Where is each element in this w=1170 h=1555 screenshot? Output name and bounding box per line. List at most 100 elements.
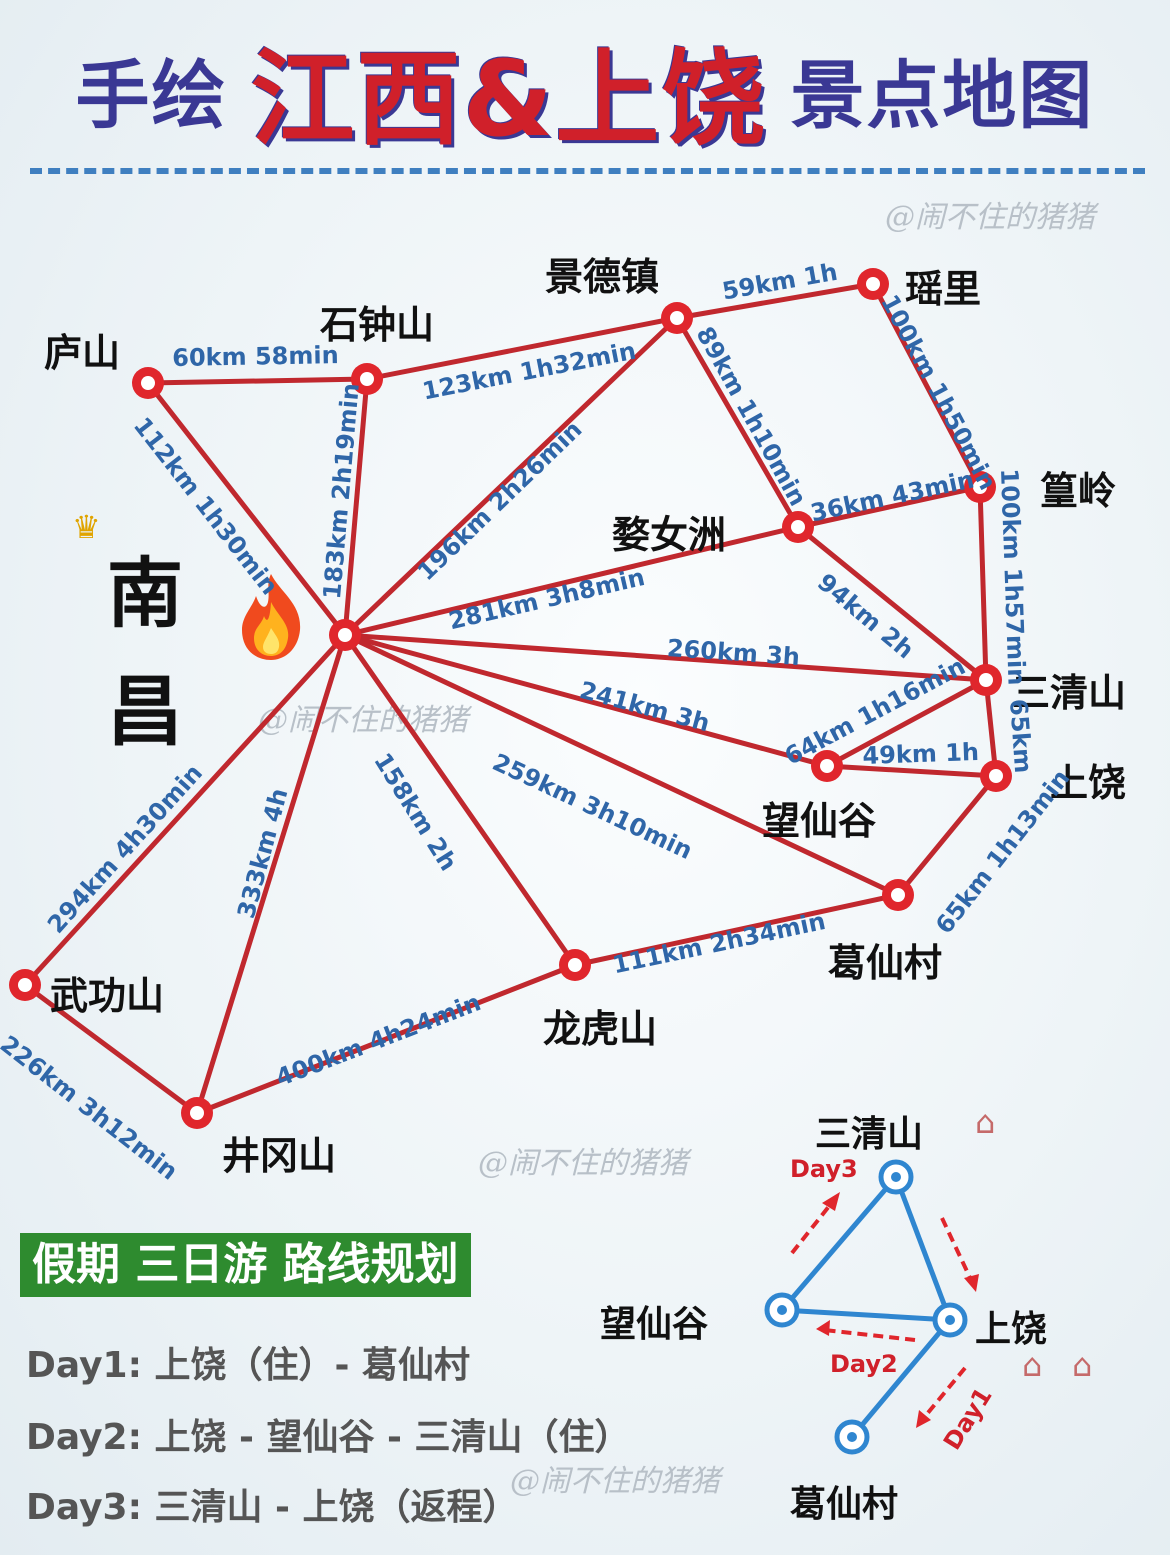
plan-day1: Day1: 上饶（住）- 葛仙村 — [26, 1345, 470, 1386]
capital-label: 南 昌 — [95, 535, 195, 771]
route-line — [364, 315, 680, 382]
plan-heading: 假期 三日游 路线规划 — [20, 1233, 471, 1297]
city-sanqingshan: 三清山 — [1012, 670, 1127, 715]
plan-day3: Day3: 三清山 - 上饶（返程） — [26, 1487, 519, 1528]
plan-day2: Day2: 上饶 - 望仙谷 - 三清山（住） — [26, 1417, 631, 1458]
day2-arrowhead — [816, 1320, 830, 1336]
day3-label: Day3 — [790, 1155, 858, 1183]
route-line — [674, 315, 801, 530]
itinerary-label-sanqing: 三清山 — [815, 1113, 924, 1155]
city-huangling: 篁岭 — [1040, 468, 1117, 513]
crown-icon: ♛ — [72, 508, 101, 546]
route-line — [674, 281, 876, 321]
route-line — [22, 632, 348, 988]
watermark: @闹不住的猪猪 — [478, 1146, 688, 1181]
city-wangxiangu: 望仙谷 — [762, 798, 877, 843]
itinerary-node-gexian — [834, 1419, 870, 1455]
title-prefix: 手绘 — [75, 53, 228, 139]
itinerary-line — [893, 1176, 953, 1321]
capital-line2: 昌 — [107, 667, 183, 756]
day3-arrowhead — [822, 1192, 840, 1211]
itinerary-line — [850, 1318, 952, 1439]
house-icon: ⌂ — [975, 1103, 996, 1141]
itinerary-map — [764, 1159, 979, 1455]
route-line — [795, 484, 983, 530]
route-line — [342, 632, 901, 898]
marker-jinggangshan — [181, 1097, 213, 1129]
day1-arrow — [920, 1366, 967, 1422]
title-suffix: 景点地图 — [790, 53, 1095, 139]
distance-label: 60km 58min — [172, 341, 339, 372]
marker-shizhongshan — [351, 363, 383, 395]
city-markers — [9, 268, 1012, 1129]
city-yaoli: 瑶里 — [905, 266, 982, 311]
itinerary-line — [780, 1175, 898, 1312]
route-line — [194, 632, 348, 1116]
house-icon: ⌂ — [1072, 1346, 1093, 1384]
route-lines — [22, 281, 999, 1116]
marker-wuyuan — [782, 511, 814, 543]
city-gexiancun: 葛仙村 — [828, 940, 943, 985]
route-line — [145, 376, 370, 386]
itinerary-line — [781, 1307, 951, 1323]
distance-label: 65km — [1004, 698, 1038, 775]
city-jinggangshan: 井冈山 — [222, 1133, 337, 1178]
route-line — [572, 892, 901, 968]
city-lushan: 庐山 — [44, 330, 121, 375]
route-line — [342, 632, 989, 683]
marker-jingdezhen — [661, 302, 693, 334]
route-line — [342, 632, 578, 968]
day3-arrowhead — [964, 1274, 979, 1292]
marker-wangxiangu — [811, 750, 843, 782]
map-title: 手绘 江西&上饶 景点地图 — [0, 14, 1170, 165]
route-line — [145, 380, 348, 638]
day3-arrow — [790, 1198, 836, 1255]
city-wugongshan: 武功山 — [50, 973, 165, 1018]
distance-label: 49km 1h — [862, 737, 980, 770]
house-icon: ⌂ — [1022, 1346, 1043, 1384]
route-line — [824, 677, 989, 769]
route-line — [895, 773, 999, 898]
day1-arrowhead — [916, 1410, 931, 1428]
watermark: @闹不住的猪猪 — [510, 1464, 720, 1499]
marker-huangling — [964, 471, 996, 503]
city-shizhongshan: 石钟山 — [320, 302, 435, 347]
marker-sanqingshan — [970, 664, 1002, 696]
route-line — [870, 281, 983, 490]
route-line — [194, 962, 578, 1116]
itinerary-label-wangxiangu: 望仙谷 — [600, 1303, 709, 1345]
route-line — [983, 677, 999, 779]
marker-shangrao — [980, 760, 1012, 792]
day2-label: Day2 — [830, 1350, 898, 1378]
city-longhushan: 龙虎山 — [543, 1006, 658, 1051]
watermark: @闹不住的猪猪 — [885, 200, 1095, 235]
city-shangrao: 上饶 — [1050, 760, 1127, 805]
title-highlight: 江西&上饶 — [250, 38, 768, 160]
route-line — [342, 315, 680, 638]
itinerary-node-shangrao — [932, 1302, 968, 1338]
route-line — [342, 524, 801, 638]
itinerary-node-sanqing — [878, 1159, 914, 1195]
itinerary-label-gexiancun: 葛仙村 — [790, 1483, 899, 1525]
route-line — [977, 484, 989, 683]
route-line — [795, 524, 989, 683]
route-line — [824, 763, 999, 779]
route-line — [342, 632, 830, 769]
marker-yaoli — [857, 268, 889, 300]
day3-arrow — [940, 1217, 974, 1283]
fire-icon — [236, 572, 306, 679]
itinerary-node-wangxian — [764, 1292, 800, 1328]
day2-arrow — [823, 1328, 916, 1342]
marker-nanchang — [329, 619, 361, 651]
route-line — [22, 982, 200, 1116]
marker-lushan — [132, 367, 164, 399]
itinerary-label-shangrao: 上饶 — [975, 1308, 1048, 1350]
title-divider — [30, 168, 1145, 174]
watermark: @闹不住的猪猪 — [258, 703, 468, 738]
marker-gexiancun — [882, 879, 914, 911]
capital-line1: 南 — [107, 549, 183, 638]
marker-wugongshan — [9, 969, 41, 1001]
city-wuyuan: 婺女洲 — [612, 512, 727, 557]
route-line — [342, 376, 370, 638]
